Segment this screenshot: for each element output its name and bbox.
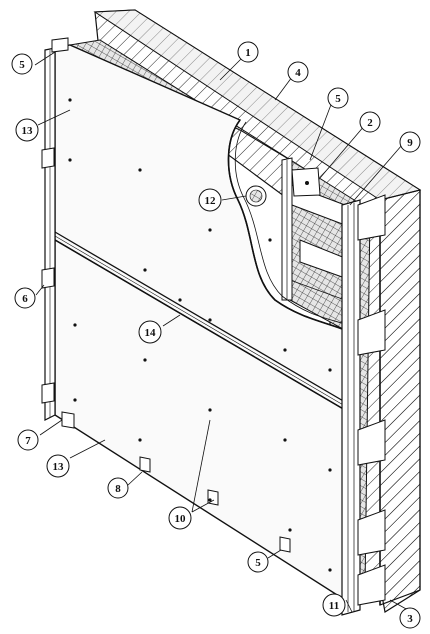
callout-9: 9 <box>399 131 421 153</box>
svg-text:5: 5 <box>19 59 25 71</box>
svg-text:2: 2 <box>367 117 373 129</box>
cladding-panel-upper <box>54 44 346 412</box>
svg-text:7: 7 <box>25 435 31 447</box>
svg-text:3: 3 <box>407 613 413 625</box>
callout-2: 2 <box>359 111 381 133</box>
callout-12: 12 <box>198 188 222 212</box>
svg-text:10: 10 <box>175 513 187 525</box>
rivet-dots <box>68 98 332 572</box>
svg-text:14: 14 <box>145 327 157 339</box>
svg-text:8: 8 <box>115 483 121 495</box>
callout-6: 6 <box>14 287 36 309</box>
subframe-profiles <box>281 157 346 301</box>
callout-8: 8 <box>107 477 129 499</box>
svg-text:5: 5 <box>255 557 261 569</box>
right-vertical-profile <box>341 194 386 616</box>
callout-5-bottom: 5 <box>247 551 269 573</box>
callout-3: 3 <box>399 607 421 629</box>
callout-10: 10 <box>168 506 192 530</box>
callout-11: 11 <box>322 593 346 617</box>
svg-text:5: 5 <box>335 93 341 105</box>
callout-14: 14 <box>138 320 162 344</box>
left-vertical-profile <box>41 37 75 429</box>
leader-lines <box>34 51 409 613</box>
svg-text:12: 12 <box>205 195 217 207</box>
callout-13-top: 13 <box>15 118 39 142</box>
svg-text:13: 13 <box>22 125 34 137</box>
svg-text:4: 4 <box>295 67 301 79</box>
wall-anchor <box>245 185 267 207</box>
bottom-brackets <box>139 456 291 553</box>
callout-13-bottom: 13 <box>46 454 70 478</box>
callout-5-top-right: 5 <box>327 87 349 109</box>
horizontal-joint <box>54 231 346 411</box>
callout-5-top-left: 5 <box>11 53 33 75</box>
svg-text:11: 11 <box>329 600 339 612</box>
callout-4: 4 <box>287 61 309 83</box>
svg-text:6: 6 <box>22 293 28 305</box>
callouts: 1 2 3 4 5 5 5 6 7 8 9 10 11 12 13 13 14 <box>11 41 421 629</box>
svg-text:1: 1 <box>245 47 251 59</box>
callout-7: 7 <box>17 429 39 451</box>
svg-text:13: 13 <box>53 461 65 473</box>
svg-text:9: 9 <box>407 137 413 149</box>
callout-1: 1 <box>237 41 259 63</box>
